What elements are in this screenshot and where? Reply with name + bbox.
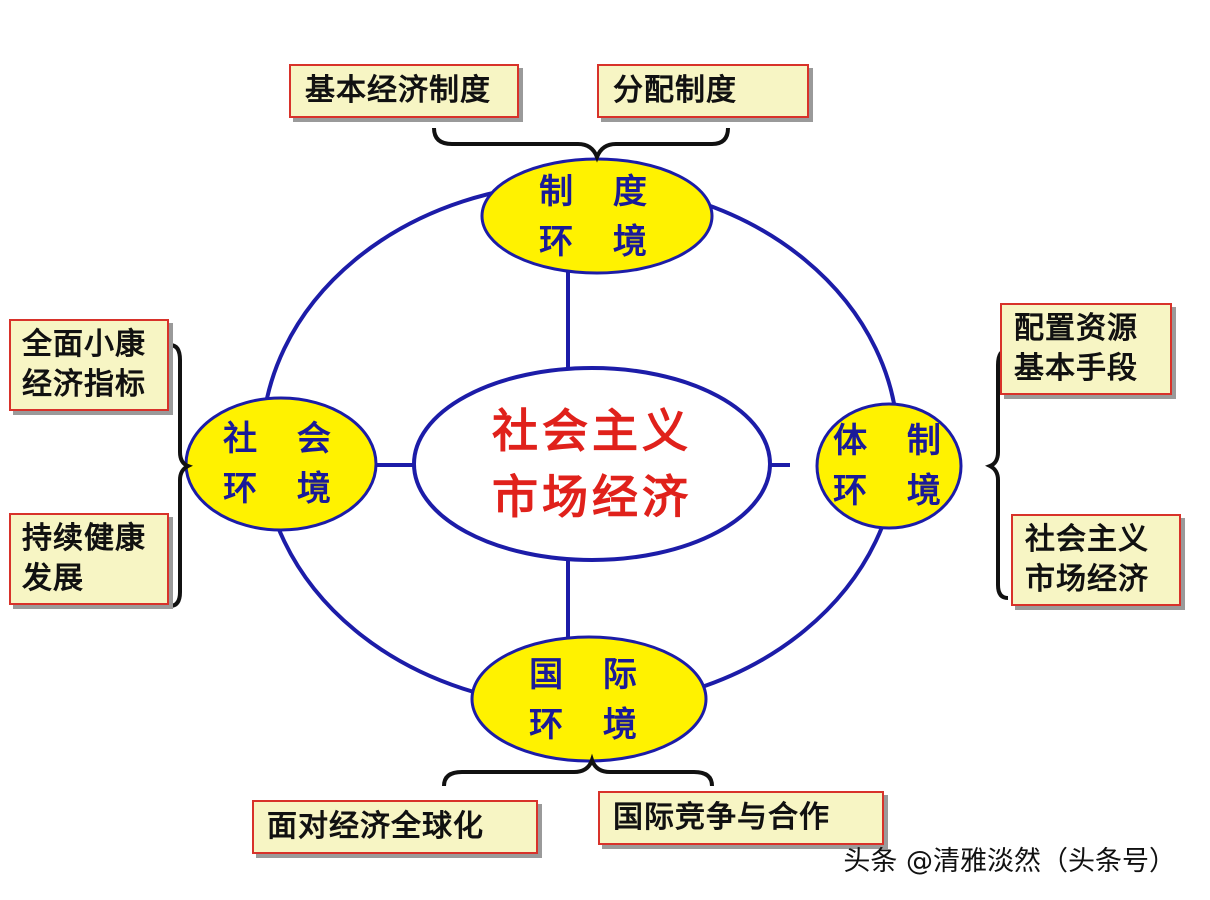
- box-resource-allocation: 配置资源 基本手段: [1000, 303, 1172, 395]
- brace-right: [985, 348, 1009, 600]
- brace-left: [169, 343, 193, 608]
- box-economic-globalization-text: 面对经济全球化: [267, 809, 484, 844]
- box-sustained-development-text: 持续健康 发展: [22, 521, 146, 596]
- box-xiaokang-indicator-text: 全面小康 经济指标: [22, 327, 146, 402]
- node-bottom-ellipse: [470, 635, 708, 763]
- box-basic-economic-system-text: 基本经济制度: [305, 73, 491, 108]
- box-competition-cooperation: 国际竞争与合作: [598, 791, 884, 845]
- box-basic-economic-system: 基本经济制度: [289, 64, 519, 118]
- center-label: 社会主义 市场经济: [492, 404, 692, 524]
- box-resource-allocation-text: 配置资源 基本手段: [1014, 311, 1138, 386]
- box-distribution-system-text: 分配制度: [613, 73, 737, 108]
- watermark-text: 头条 @清雅淡然（头条号）: [843, 846, 1176, 877]
- box-xiaokang-indicator: 全面小康 经济指标: [9, 319, 169, 411]
- node-label-institutional-environment: 制 度 环 境: [539, 172, 661, 262]
- box-sustained-development: 持续健康 发展: [9, 513, 169, 605]
- box-distribution-system: 分配制度: [597, 64, 809, 118]
- brace-top: [432, 127, 730, 163]
- brace-bottom: [442, 753, 714, 787]
- box-socialist-market-economy-text: 社会主义 市场经济: [1025, 522, 1149, 597]
- node-label-international-environment: 国 际 环 境: [529, 655, 651, 745]
- box-economic-globalization: 面对经济全球化: [252, 800, 538, 854]
- node-label-social-environment: 社 会 环 境: [223, 419, 345, 509]
- center-ellipse: [412, 366, 772, 562]
- node-right-ellipse: [815, 402, 963, 530]
- box-socialist-market-economy: 社会主义 市场经济: [1011, 514, 1181, 606]
- node-label-system-environment: 体 制 环 境: [833, 421, 955, 511]
- box-competition-cooperation-text: 国际竞争与合作: [613, 800, 830, 835]
